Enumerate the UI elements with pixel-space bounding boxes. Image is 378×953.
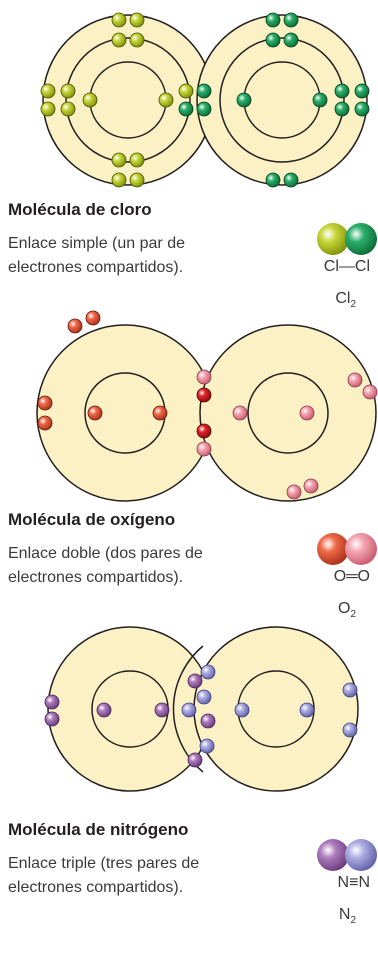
oxygen-right-electrons [196, 369, 378, 500]
oxygen-formula-symbol: O [337, 600, 351, 617]
nitrogen-left-electrons [44, 673, 216, 768]
nitrogen-formula-subscript: 2 [350, 915, 356, 927]
chlorine-left-electrons [40, 12, 194, 188]
oxygen-panel: Molécula de oxígeno Enlace doble (dos pa… [0, 280, 378, 620]
chlorine-description: Enlace simple (un par de electrones comp… [8, 235, 185, 276]
nitrogen-model: N≡N N2 [308, 838, 378, 926]
nitrogen-bond-formula: N≡N [337, 874, 370, 891]
oxygen-formula-subscript: 2 [350, 609, 356, 621]
chlorine-panel: Molécula de cloro Enlace simple (un par … [0, 0, 378, 310]
chlorine-title: Molécula de cloro [8, 200, 152, 219]
oxygen-description: Enlace doble (dos pares de electrones co… [8, 545, 203, 586]
nitrogen-formula-symbol: N [338, 906, 351, 923]
chlorine-atom-left [42, 14, 214, 186]
oxygen-bond-formula: O═O [333, 568, 370, 585]
oxygen-model: O═O O2 [308, 532, 378, 620]
chlorine-space-filling-icon [317, 223, 377, 255]
chlorine-atom-right [196, 14, 368, 186]
chlorine-formula-symbol: Cl [335, 290, 351, 307]
oxygen-atom-right-inner-shell [247, 372, 329, 454]
chlorine-model: Cl—Cl Cl2 [308, 222, 378, 310]
nitrogen-formula: N2 [308, 906, 378, 926]
oxygen-shared-electrons [196, 387, 212, 439]
chlorine-molecule-diagram [40, 12, 370, 188]
chlorine-bond-formula: Cl—Cl [323, 258, 370, 275]
chlorine-formula: Cl2 [308, 290, 378, 310]
oxygen-left-electrons [37, 310, 168, 431]
oxygen-formula: O2 [308, 600, 378, 620]
nitrogen-title: Molécula de nitrógeno [8, 820, 189, 839]
nitrogen-space-filling-icon [317, 839, 377, 871]
nitrogen-panel: Molécula de nitrógeno Enlace triple (tre… [0, 610, 378, 953]
nitrogen-right-electrons [181, 664, 358, 754]
chlorine-formula-subscript: 2 [350, 299, 356, 311]
oxygen-molecule-diagram [36, 310, 378, 502]
chlorine-right-electrons [178, 12, 370, 188]
nitrogen-description: Enlace triple (tres pares de electrones … [8, 855, 200, 896]
oxygen-space-filling-icon [317, 533, 377, 565]
oxygen-title: Molécula de oxígeno [8, 510, 176, 529]
nitrogen-molecule-diagram [44, 626, 359, 792]
